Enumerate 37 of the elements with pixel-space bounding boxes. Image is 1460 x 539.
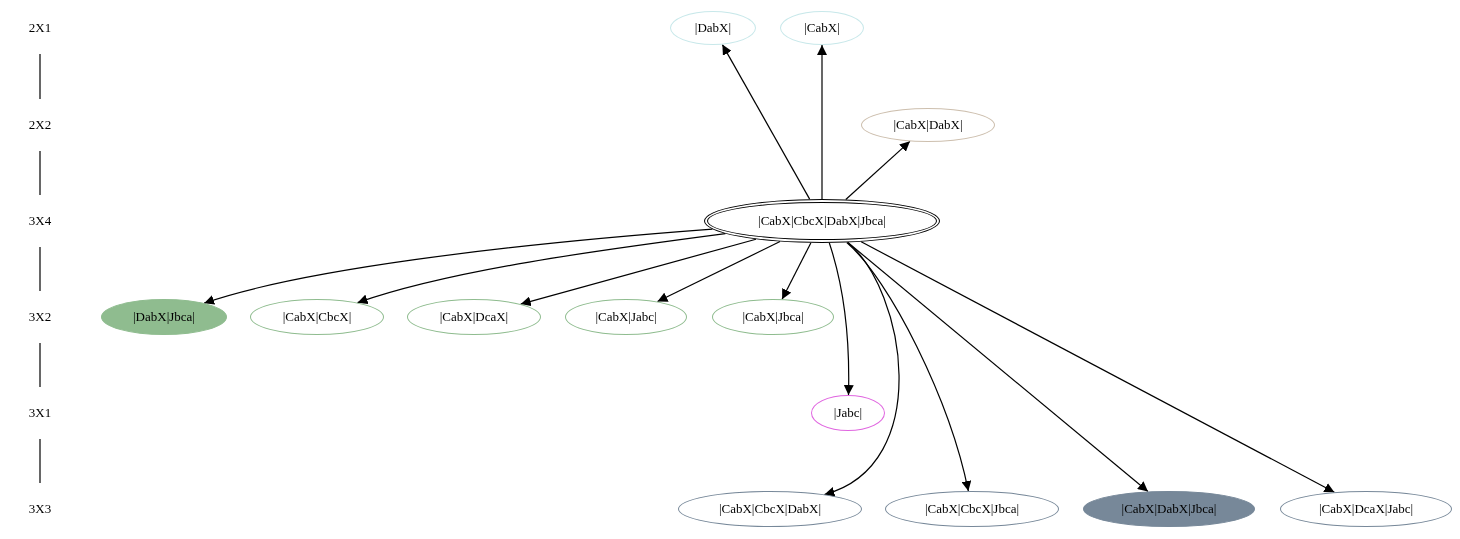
arrow [847,241,1149,493]
rank-label: 3X3 [20,483,60,535]
node-label: |Jabc| [833,405,863,421]
node-label: |DabX|Jbca| [133,309,195,325]
arrow [817,44,827,200]
arrow [845,140,911,201]
node-label: |CabX|CbcX|DabX|Jbca| [758,213,886,229]
arrow [721,44,811,200]
arrow [356,233,726,305]
node-label: |CabX|Jbca| [742,309,804,325]
rank-label: 2X1 [20,2,60,54]
rank-label: 3X2 [20,291,60,343]
connector-line [39,53,41,100]
rank-label: 3X4 [20,195,60,247]
arrow [656,240,781,303]
node-label: |CabX|DabX| [893,117,963,133]
arrow [846,241,971,492]
node-label: |CabX|CbcX|Jbca| [924,501,1020,517]
connector-line [39,150,41,196]
node-label: |CabX|DcaX| [439,309,509,325]
arrow [203,228,714,305]
node-label: |CabX|CbcX| [282,309,352,325]
connector-line [39,246,41,292]
arrow [520,238,757,307]
arrow [781,242,812,300]
rank-label: 2X2 [20,99,60,151]
node-label: |CabX|DcaX|Jabc| [1318,501,1414,517]
arrow [828,242,854,396]
connector-line [39,438,41,484]
arrow [860,241,1335,493]
connector-line [39,342,41,388]
node-label: |CabX|DabX|Jbca| [1121,501,1217,517]
node-label: |DabX| [694,20,732,36]
node-label: |CabX| [804,20,840,36]
rank-label: 3X1 [20,387,60,439]
node-label: |CabX|CbcX|DabX| [718,501,822,517]
node-label: |CabX|Jabc| [595,309,657,325]
